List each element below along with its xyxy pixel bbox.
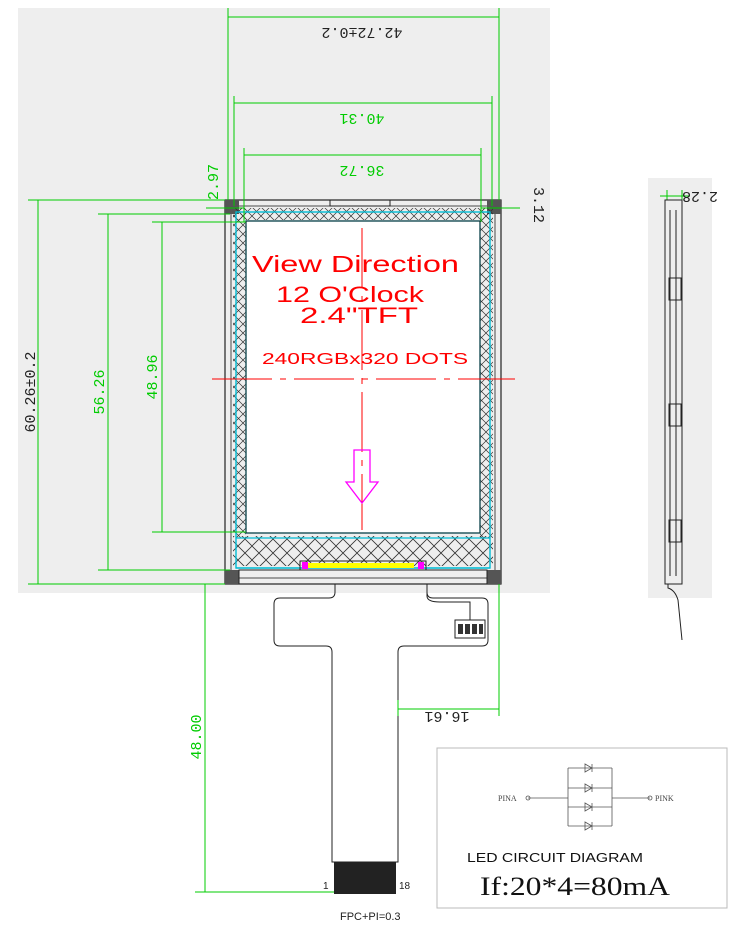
clock-label: 12 O'Clock [276,282,425,307]
dim-overall-height: 60.26±0.2 [23,351,40,432]
led-circuit-title: LED CIRCUIT DIAGRAM [467,850,643,865]
svg-text:2.28: 2.28 [682,187,718,204]
dim-overall-width: 42.72±0.2 [321,23,402,40]
dim-thickness: 2.28 [682,187,718,204]
dim-left-offset: 2.97 [206,164,223,200]
dim-outline-width: 40.31 [339,109,384,126]
fpc-components [454,619,486,639]
led-pin-a: PINA [498,794,517,803]
led-pin-k: PINK [655,794,674,803]
dim-fpc-length: 48.00 [189,714,206,759]
svg-text:56.26: 56.26 [92,369,109,414]
led-circuit-schematic [525,763,653,831]
svg-text:2.97: 2.97 [206,164,223,200]
pin-last-label: 18 [399,881,411,892]
svg-text:42.72±0.2: 42.72±0.2 [321,23,402,40]
dimension-lines [28,8,690,893]
led-circuit-box [436,747,728,909]
dim-right-offset: 3.12 [529,187,546,223]
svg-text:60.26±0.2: 60.26±0.2 [23,351,40,432]
sheet-bg-side [648,178,712,598]
svg-text:16.61: 16.61 [424,707,469,724]
active-area [245,220,481,534]
dim-active-height: 48.96 [145,354,162,399]
pin-first-label: 1 [323,881,329,892]
side-view [664,199,683,641]
led-current: If:20*4=80mA [480,872,670,901]
svg-text:48.96: 48.96 [145,354,162,399]
fpc-contacts [334,862,396,894]
center-lines [212,228,515,530]
svg-text:40.31: 40.31 [339,109,384,126]
resolution-label: 240RGBx320 DOTS [262,351,468,368]
fpc-note: FPC+PI=0.3 [340,911,401,923]
dim-fpc-offset: 16.61 [424,707,469,724]
svg-text:3.12: 3.12 [529,187,546,223]
screen-size-label: 2.4"TFT [300,303,418,328]
dim-outline-height: 56.26 [92,369,109,414]
view-direction-label: View Direction [252,251,459,277]
svg-text:48.00: 48.00 [189,714,206,759]
dim-active-width: 36.72 [339,161,384,178]
bottom-ledge [238,569,488,585]
svg-text:36.72: 36.72 [339,161,384,178]
view-direction-arrow [344,449,380,505]
